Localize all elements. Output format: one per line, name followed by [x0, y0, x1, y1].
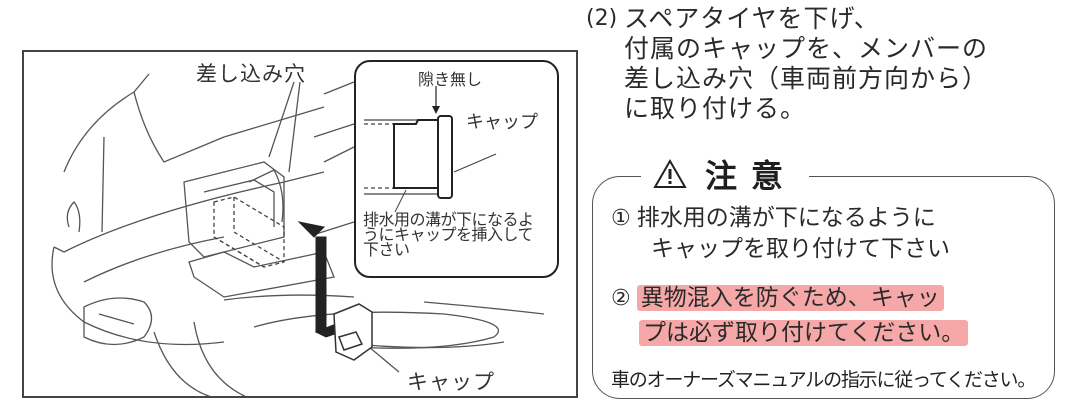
step-instruction: (2) スペアタイヤを下げ、 付属のキャップを、メンバーの 差し込み穴（車両前方…	[586, 4, 1066, 124]
insertion-hole-label: 差し込み穴	[196, 62, 306, 86]
cap-label: キャップ	[407, 370, 495, 394]
installation-illustration: 差し込み穴 キャップ 隙き無し キャップ 排水用の溝が下になるよ うにキャップを…	[22, 50, 578, 398]
step-number: (2)	[586, 6, 618, 31]
inset-cap-label: キャップ	[466, 112, 538, 133]
no-gap-label: 隙き無し	[418, 70, 483, 89]
highlighted-text: プは必ず取り付けてください。	[639, 320, 969, 346]
step-line: 差し込み穴（車両前方向から）	[624, 64, 989, 93]
caution-header: 注意	[641, 151, 810, 197]
step-line: 付属のキャップを、メンバーの	[624, 34, 989, 63]
cap-part	[333, 303, 373, 361]
cap-cross-section-drawing	[364, 86, 497, 212]
caution-footer: 車のオーナーズマニュアルの指示に従ってください。	[611, 369, 1036, 391]
step-line: に取り付ける。	[624, 94, 807, 123]
cap-detail-inset: 隙き無し キャップ 排水用の溝が下になるよ うにキャップを挿入して 下さい	[354, 60, 559, 278]
step-line: スペアタイヤを下げ、	[624, 4, 880, 33]
warning-triangle-icon	[653, 159, 687, 189]
inset-note: 排水用の溝が下になるよ うにキャップを挿入して 下さい	[363, 210, 534, 259]
vehicle-underside-drawing	[51, 73, 545, 396]
no-gap-arrow	[432, 106, 440, 114]
caution-title: 注意	[705, 157, 798, 195]
highlighted-text: 異物混入を防ぐため、キャッ	[636, 285, 944, 311]
